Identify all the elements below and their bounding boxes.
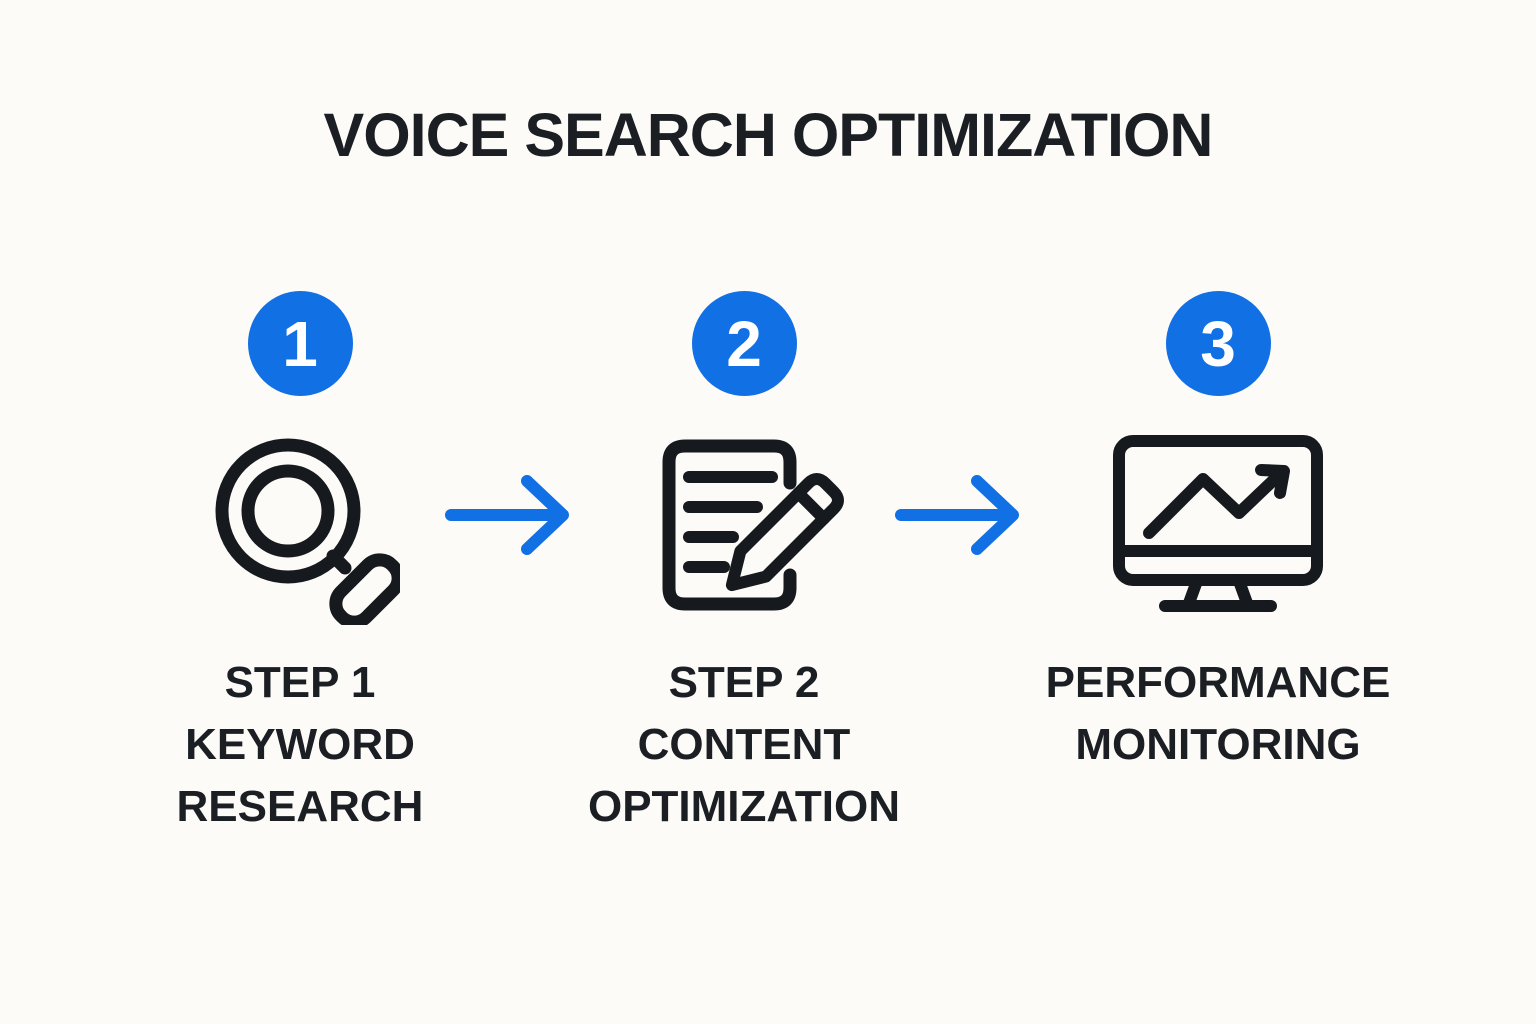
step-2-label-line-2: CONTENT bbox=[637, 720, 851, 769]
step-3-number-badge: 3 bbox=[1165, 291, 1271, 396]
step-3-label: PERFORMANCE MONITORING bbox=[1046, 652, 1391, 776]
step-3-label-line-1: PERFORMANCE bbox=[1045, 658, 1391, 707]
magnifier-icon-svg bbox=[215, 438, 400, 625]
step-1-label-line-2: KEYWORD bbox=[185, 720, 415, 769]
arrow-right-icon-svg bbox=[445, 475, 569, 555]
step-2-group: 2 STEP 2 CONTENT OPTIMIZA bbox=[552, 291, 936, 838]
magnifier-icon bbox=[200, 424, 400, 626]
document-pencil-icon-svg bbox=[662, 439, 844, 611]
step-2-label-line-3: OPTIMIZATION bbox=[587, 782, 901, 831]
arrow-right-icon bbox=[443, 465, 573, 565]
step-1-label: STEP 1 KEYWORD RESEARCH bbox=[177, 652, 424, 838]
monitor-chart-icon-svg bbox=[1113, 434, 1323, 612]
step-3-number: 3 bbox=[1200, 307, 1236, 380]
document-pencil-icon bbox=[644, 424, 844, 626]
step-3-group: 3 PERFORMANCE MONITORING bbox=[1018, 291, 1418, 776]
step-1-number: 1 bbox=[282, 307, 318, 380]
monitor-chart-icon bbox=[1113, 424, 1323, 626]
step-2-label: STEP 2 CONTENT OPTIMIZATION bbox=[588, 652, 900, 838]
step-3-label-line-2: MONITORING bbox=[1075, 720, 1361, 769]
arrow-right-icon bbox=[893, 465, 1023, 565]
step-1-label-line-1: STEP 1 bbox=[224, 658, 376, 707]
step-2-number: 2 bbox=[726, 307, 762, 380]
step-1-label-line-3: RESEARCH bbox=[176, 782, 424, 831]
step-1-group: 1 STEP 1 KEYWORD RESEARCH bbox=[108, 291, 492, 838]
page-title: VOICE SEARCH OPTIMIZATION bbox=[323, 101, 1214, 169]
arrow-right-icon-svg bbox=[895, 475, 1019, 555]
step-1-number-badge: 1 bbox=[247, 291, 353, 396]
step-2-label-line-1: STEP 2 bbox=[668, 658, 820, 707]
step-2-number-badge: 2 bbox=[691, 291, 797, 396]
